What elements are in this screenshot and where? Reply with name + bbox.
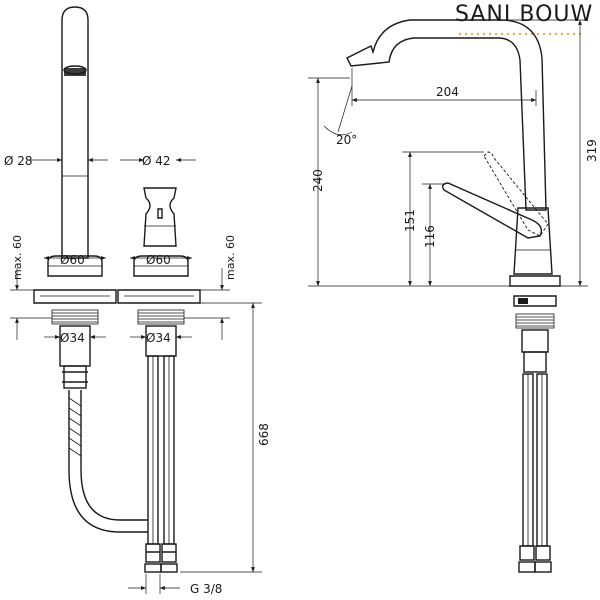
right-dimensions: 319 240 204 20° 151 116 bbox=[308, 19, 599, 287]
label-dia-28: Ø 28 bbox=[4, 154, 33, 168]
label-dim-204: 204 bbox=[436, 85, 459, 99]
label-dim-151: 151 bbox=[403, 209, 417, 232]
label-angle-20: 20° bbox=[336, 133, 357, 147]
label-dim-116: 116 bbox=[423, 225, 437, 248]
label-dim-240: 240 bbox=[311, 169, 325, 192]
valve-front-view bbox=[117, 187, 201, 573]
label-thread-g38: G 3/8 bbox=[190, 582, 222, 596]
label-dia-60-right: Ø60 bbox=[146, 253, 171, 267]
label-dim-319: 319 bbox=[585, 139, 599, 162]
watermark-dots bbox=[458, 32, 582, 36]
label-max60-right: max. 60 bbox=[224, 235, 237, 280]
left-dimensions: Ø 28 Ø 42 Ø60 Ø60 max. 60 max. 60 Ø34 Ø3… bbox=[4, 154, 271, 596]
label-dia-34-right: Ø34 bbox=[146, 331, 171, 345]
label-dia-60-left: Ø60 bbox=[60, 253, 85, 267]
label-len-668: 668 bbox=[257, 423, 271, 446]
label-dia-34-left: Ø34 bbox=[60, 331, 85, 345]
watermark-text: SANI BOUW bbox=[455, 2, 593, 27]
label-dia-42: Ø 42 bbox=[142, 154, 171, 168]
spout-front-view bbox=[33, 6, 148, 533]
faucet-side-view bbox=[346, 19, 561, 573]
label-max60-left: max. 60 bbox=[11, 235, 24, 280]
